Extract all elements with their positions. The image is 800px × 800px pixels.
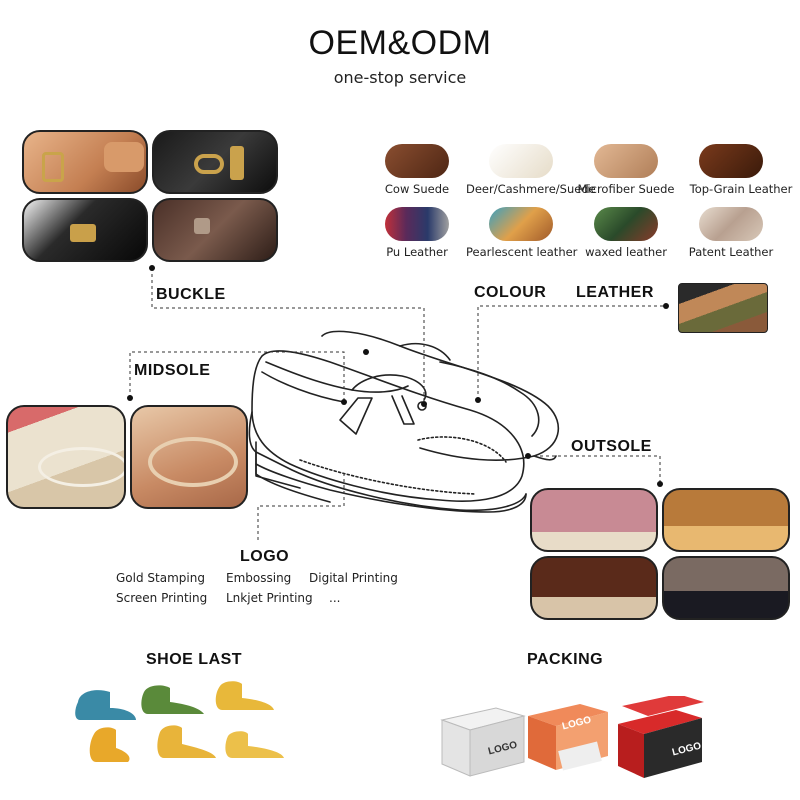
label-cow-suede: Cow Suede	[384, 182, 450, 196]
box-orange	[528, 704, 608, 771]
logo-option-digital-printing: Digital Printing	[309, 571, 398, 585]
outsole-photo-4	[662, 556, 790, 620]
label-outsole: OUTSOLE	[571, 438, 652, 455]
label-waxed: waxed leather	[585, 245, 667, 259]
label-pu-leather: Pu Leather	[386, 245, 448, 259]
shoe-last-group	[75, 681, 284, 762]
page-title: OEM&ODM	[308, 24, 492, 62]
logo-option-gold-stamping: Gold Stamping	[116, 571, 205, 585]
label-shoe-last: SHOE LAST	[146, 651, 243, 668]
midsole-photo-1	[6, 405, 126, 509]
swatch-cow-suede	[385, 144, 449, 178]
shoe-last-yellow-1	[215, 681, 274, 710]
buckle-photo-4	[152, 198, 278, 262]
logo-option-embossing: Embossing	[226, 571, 292, 585]
label-colour: COLOUR	[474, 284, 547, 301]
label-logo: LOGO	[240, 548, 290, 565]
label-deer-suede: Deer/Cashmere/Suede	[466, 182, 596, 196]
outsole-photo-1	[530, 488, 658, 552]
outsole-photo-2	[662, 488, 790, 552]
label-leather: LEATHER	[576, 284, 654, 301]
midsole-photo-2	[130, 405, 248, 509]
outsole-photo-3	[530, 556, 658, 620]
swatch-waxed	[594, 207, 658, 241]
shoe-last-yellow-3	[157, 725, 216, 758]
buckle-photo-3	[22, 198, 148, 262]
label-pearlescent: Pearlescent leather	[466, 245, 578, 259]
swatch-microfiber-suede	[594, 144, 658, 178]
label-buckle: BUCKLE	[156, 286, 226, 303]
packing-boxes	[440, 696, 704, 778]
label-midsole: MIDSOLE	[134, 362, 211, 379]
swatch-deer-suede	[489, 144, 553, 178]
logo-option-screen-printing: Screen Printing	[116, 591, 208, 605]
swatch-top-grain	[699, 144, 763, 178]
box-white	[440, 707, 526, 777]
label-packing: PACKING	[527, 651, 604, 668]
box-red	[618, 696, 704, 778]
shoe-last-yellow-2	[89, 727, 130, 762]
buckle-photo-1	[22, 130, 148, 194]
logo-option-inkjet-printing: Lnkjet Printing	[226, 591, 313, 605]
swatch-patent	[699, 207, 763, 241]
shoe-last-yellow-4	[225, 731, 284, 758]
label-microfiber-suede: Microfiber Suede	[577, 182, 675, 196]
label-top-grain: Top-Grain Leather	[689, 182, 793, 196]
leather-stack-photo	[678, 283, 768, 333]
logo-option-more: ...	[329, 591, 341, 605]
buckle-photo-2	[152, 130, 278, 194]
shoe-last-blue	[75, 690, 136, 720]
swatch-pearlescent	[489, 207, 553, 241]
label-patent: Patent Leather	[688, 245, 774, 259]
page-subtitle: one-stop service	[333, 68, 467, 87]
swatch-pu-leather	[385, 207, 449, 241]
shoe-last-green	[141, 685, 204, 714]
